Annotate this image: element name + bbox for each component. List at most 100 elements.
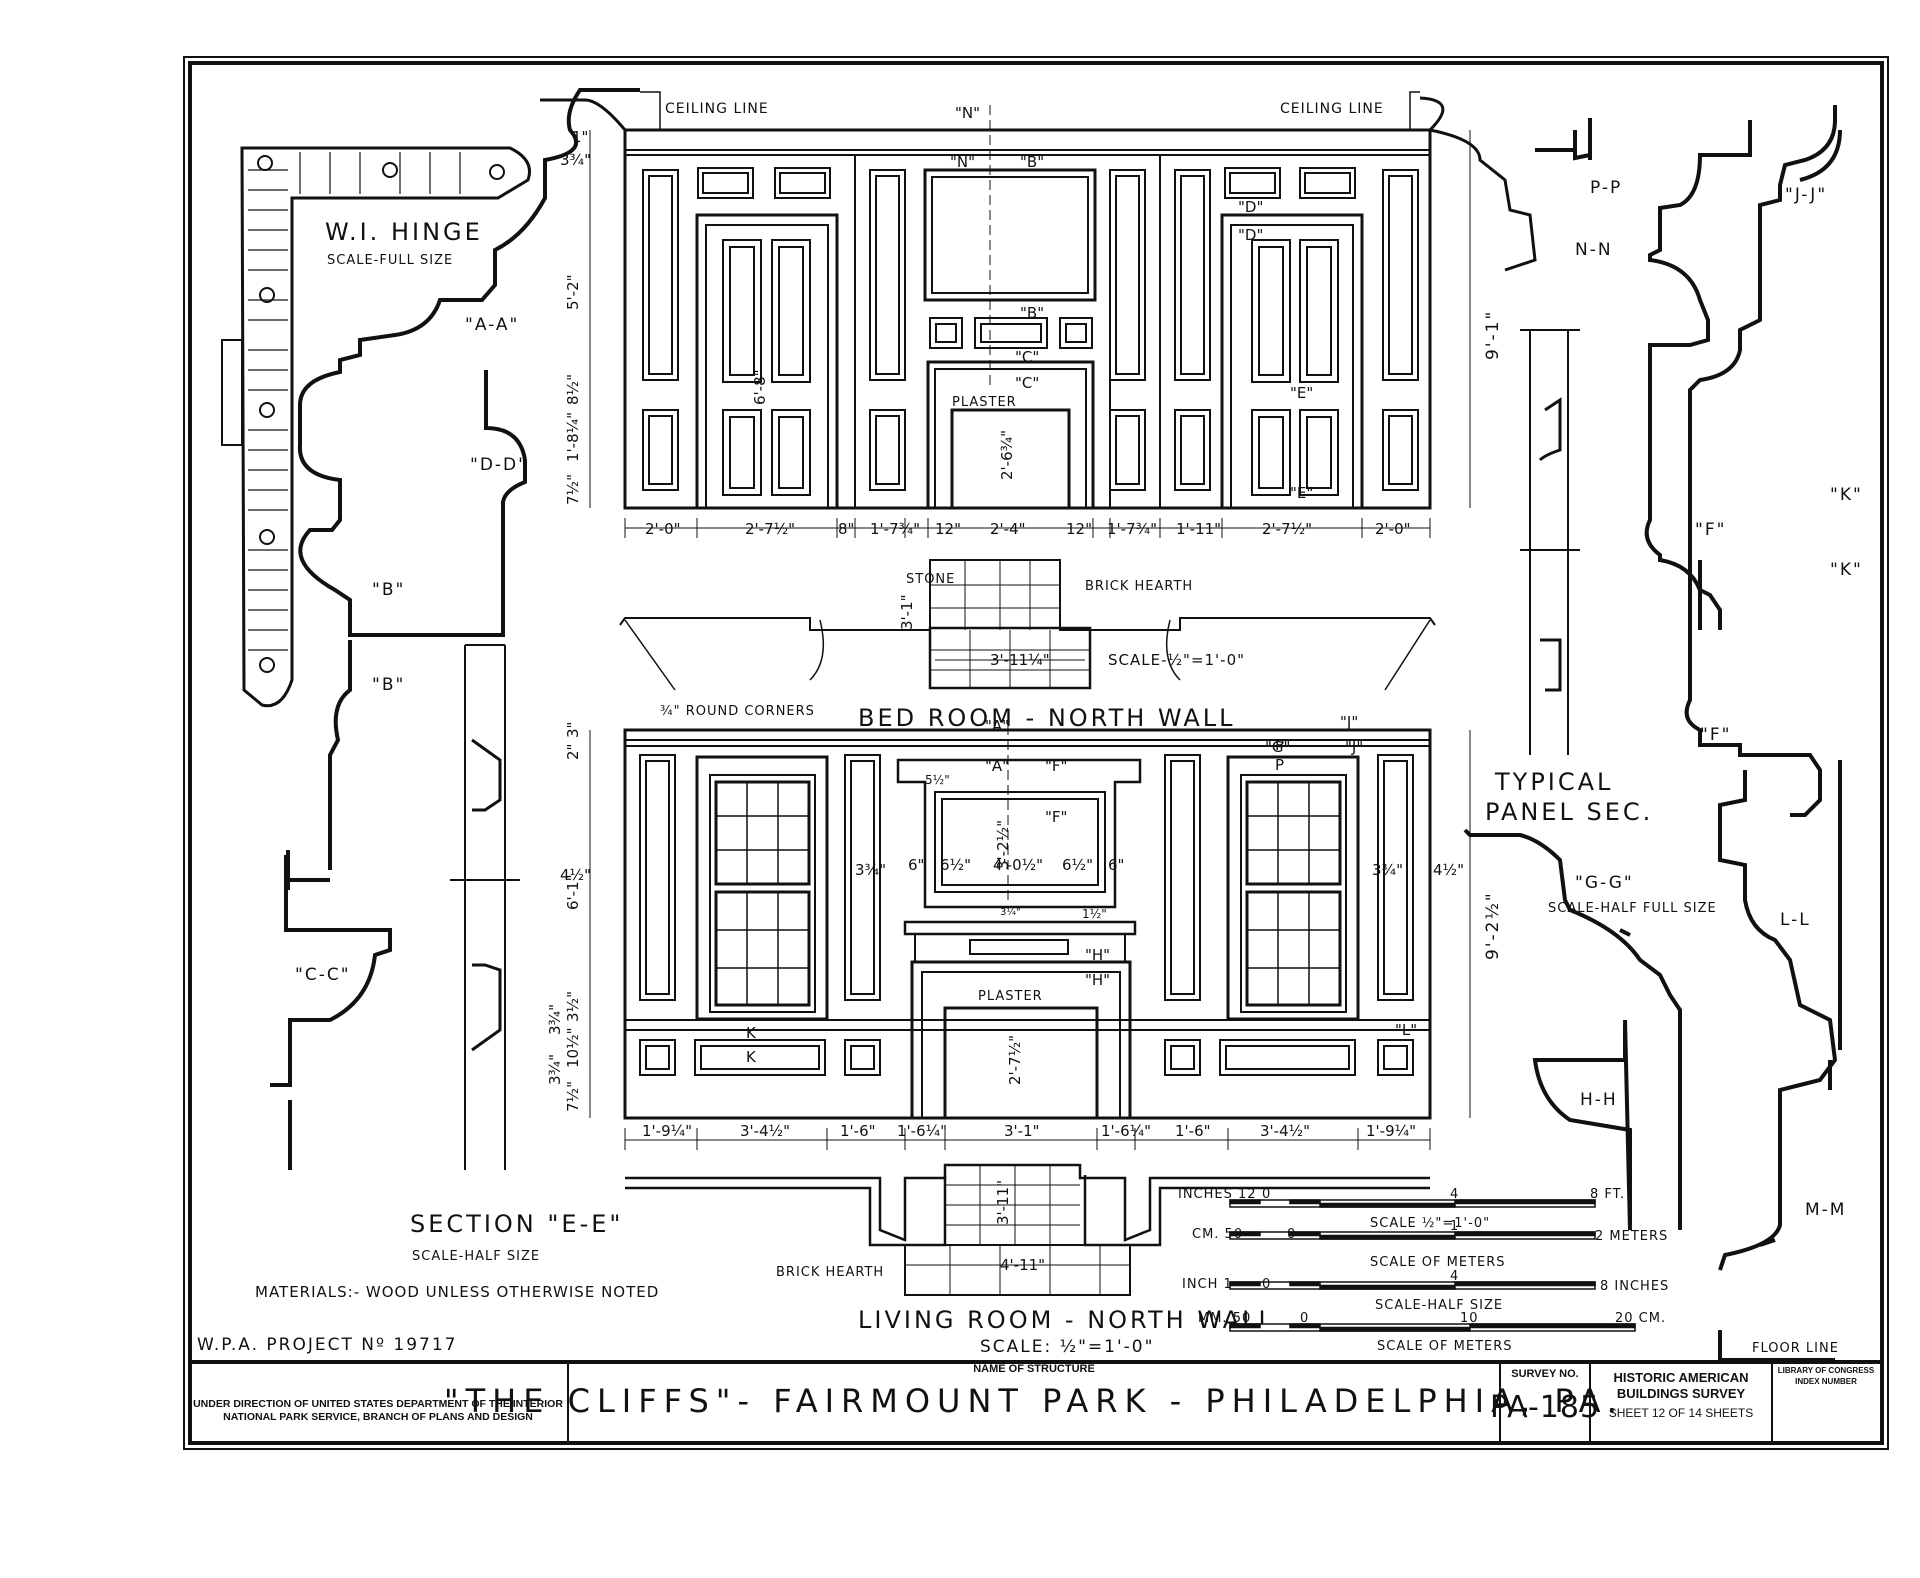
overmantel-dims: 6" 6½" 4'-0½" 6½" 6": [908, 856, 1124, 874]
plaster-upper: PLASTER: [952, 395, 1017, 410]
marker-f2: "F": [1045, 808, 1067, 826]
upper-left-dims: 1" 3¾" 5'-2" 8½" 1'-8¼" 7½": [560, 128, 591, 505]
name-caption: NAME OF STRUCTURE: [973, 1363, 1095, 1375]
dim-ub-1: 2'-7½": [745, 520, 795, 538]
ceiling-line-left: CEILING LINE: [665, 101, 769, 117]
lower-left-dims: 2" 3" 4½" 6'-1" 3½" 3¾" 10½" 3¾" 7½": [546, 722, 591, 1112]
label-pp: P-P: [1590, 178, 1622, 198]
habs-line-2: BUILDINGS SURVEY: [1617, 1386, 1746, 1401]
scale3-t0: 0: [1262, 1277, 1271, 1292]
dim-om-1: 6½": [940, 856, 971, 874]
scale3-left: INCH 1: [1182, 1277, 1233, 1292]
label-cc: "C-C": [295, 965, 351, 985]
dim-ls-1: 1½": [1082, 907, 1107, 921]
label-dd: "D-D": [470, 455, 528, 475]
dim-lb-2: 1'-6": [840, 1122, 876, 1140]
ceiling-line-right: CEILING LINE: [1280, 101, 1384, 117]
wi-hinge-drawing: [221, 146, 531, 708]
dim-lb-7: 3'-4½": [1260, 1122, 1310, 1140]
marker-n2: "N": [950, 153, 975, 171]
label-gg: "G-G": [1575, 873, 1634, 893]
typical-panel-2: PANEL SEC.: [1485, 798, 1653, 826]
section-ee-scale: SCALE-HALF SIZE: [412, 1249, 540, 1264]
marker-h2: "H": [1085, 971, 1110, 989]
label-gg-scale: SCALE-HALF FULL SIZE: [1548, 901, 1717, 916]
living-room-scale: SCALE: ½"=1'-0": [980, 1337, 1154, 1357]
outer-border: [183, 56, 1889, 1450]
marker-c2: "C": [1015, 374, 1039, 392]
dim-lb-8: 1'-9¼": [1366, 1122, 1416, 1140]
dim-ub-8: 1'-11": [1176, 520, 1221, 538]
wpa-project: W.P.A. PROJECT Nº 19717: [197, 1335, 457, 1355]
materials-note: MATERIALS:- WOOD UNLESS OTHERWISE NOTED: [255, 1283, 659, 1301]
sheet-number: SHEET 12 OF 14 SHEETS: [1609, 1406, 1754, 1420]
dim-ub-2: 8": [838, 520, 854, 538]
label-k2: "K": [1830, 560, 1863, 580]
dim-ub-0: 2'-0": [645, 520, 681, 538]
scale-bar-3: [1229, 1281, 1596, 1290]
typical-panel-section: [1520, 329, 1580, 755]
livingroom-elevation: [589, 725, 1471, 1150]
hearth-upper-width: 3'-11¼": [990, 651, 1050, 669]
direction-line-1: UNDER DIRECTION OF UNITED STATES DEPARTM…: [193, 1398, 563, 1410]
scale2-t0: 0: [1287, 1227, 1296, 1242]
survey-caption: SURVEY NO.: [1511, 1368, 1578, 1380]
dim-lb-6: 1'-6": [1175, 1122, 1211, 1140]
label-hh: H-H: [1580, 1090, 1618, 1110]
dim-ub-10: 2'-0": [1375, 520, 1411, 538]
marker-j1: "J": [1340, 713, 1358, 731]
dim-lb-4: 3'-1": [1004, 1122, 1040, 1140]
plaster-lower: PLASTER: [978, 989, 1043, 1004]
dim-lb-5: 1'-6¼": [1101, 1122, 1151, 1140]
brick-hearth-lower: BRICK HEARTH: [776, 1265, 884, 1280]
typical-panel-1: TYPICAL: [1494, 768, 1613, 796]
dim-ll-3: 6'-1": [564, 874, 582, 910]
hinge-scale: SCALE-FULL SIZE: [327, 253, 453, 268]
dim-ub-9: 2'-7½": [1262, 520, 1312, 538]
label-jj: "J-J": [1785, 185, 1827, 205]
dim-ls-0: 5½": [925, 773, 950, 787]
marker-a1: "A": [985, 717, 1009, 735]
floor-line: FLOOR LINE: [1752, 1341, 1839, 1356]
marker-f1: "F": [1045, 757, 1067, 775]
dim-ub-4: 12": [935, 520, 961, 538]
label-b-2: "B": [372, 675, 405, 695]
dim-ul-2: 5'-2": [564, 274, 582, 310]
dim-om-0: 6": [908, 856, 924, 874]
marker-e1: "E": [1290, 384, 1313, 402]
scale1-caption: SCALE ½"=1'-0": [1370, 1216, 1490, 1231]
marker-h1: "H": [1085, 946, 1110, 964]
scale1-t1: 4: [1450, 1187, 1459, 1202]
marker-k1: K: [746, 1024, 757, 1042]
direction-line-2: NATIONAL PARK SERVICE, BRANCH OF PLANS A…: [223, 1411, 533, 1423]
loc-line-2: INDEX NUMBER: [1795, 1377, 1857, 1386]
lower-opening-height: 2'-7½": [1006, 1035, 1024, 1085]
living-room-title: LIVING ROOM - NORTH WALL: [858, 1306, 1275, 1334]
marker-g1: "G": [1265, 738, 1290, 756]
stile-left-dim: 3¾": [855, 861, 886, 879]
marker-p1: P: [1275, 736, 1284, 754]
upper-right-dim: 9'-1": [1483, 310, 1503, 360]
door-height-dim: 6'-8": [751, 369, 769, 405]
scale2-t2: 2 METERS: [1595, 1229, 1668, 1244]
scale3-caption: SCALE-HALF SIZE: [1375, 1298, 1503, 1313]
scale-bar-2: [1229, 1231, 1596, 1240]
marker-n1: "N": [955, 104, 980, 122]
label-b-1: "B": [372, 580, 405, 600]
hearth-lower-depth: 3'-11": [994, 1180, 1012, 1225]
dim-ll-1: 3": [564, 722, 582, 738]
marker-j2: "J": [1345, 738, 1363, 756]
dim-ll-4: 3½": [564, 991, 582, 1022]
dim-ll-0: 2": [564, 744, 582, 760]
right-moldings: [1463, 105, 1842, 1362]
scale3-t2: 8 INCHES: [1600, 1279, 1669, 1294]
dim-ll-2: 4½": [560, 866, 591, 884]
stile-right-dim: 3¾": [1372, 861, 1403, 879]
lower-hearth-plan: [625, 1163, 1430, 1296]
dim-ul-4: 1'-8¼": [564, 412, 582, 462]
dim-ll-8: 7½": [564, 1081, 582, 1112]
round-corners-note: ¾" ROUND CORNERS: [660, 704, 815, 719]
scale4-t0: 0: [1300, 1311, 1309, 1326]
section-ee-title: SECTION "E-E": [410, 1210, 623, 1238]
